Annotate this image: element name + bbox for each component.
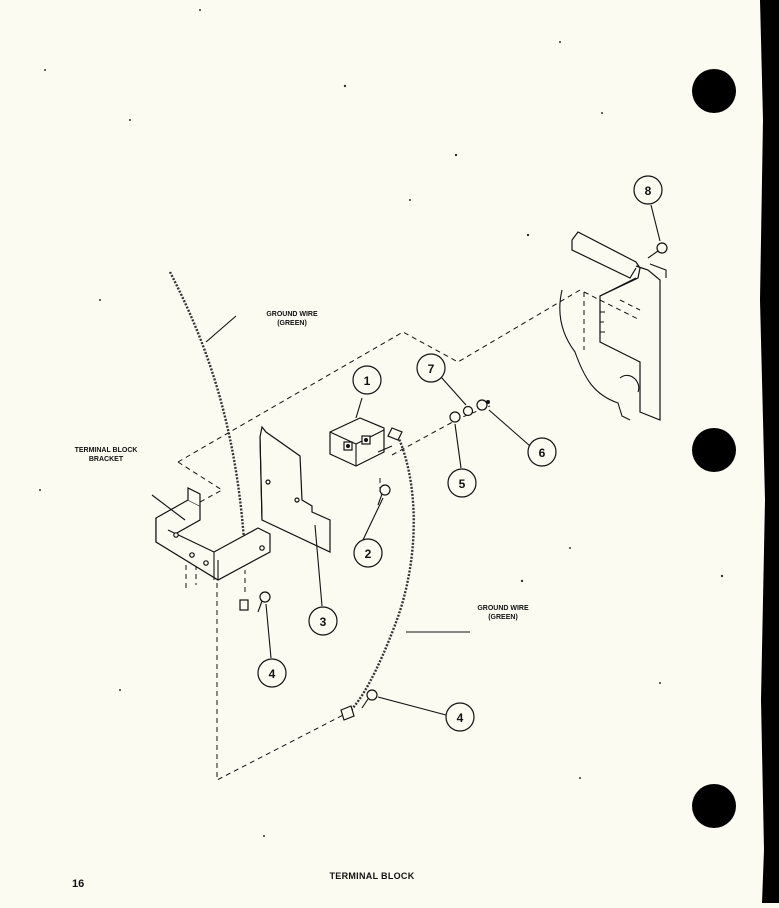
- label-terminal-block-bracket-line1: TERMINAL BLOCK: [75, 447, 138, 454]
- label-ground-wire-bottom-line2: (GREEN): [488, 614, 518, 621]
- label-ground-wire-bottom-line1: GROUND WIRE: [477, 605, 529, 612]
- callout-4-lower-number: 4: [457, 711, 464, 725]
- callout-1-number: 1: [364, 374, 371, 388]
- label-ground-wire-top-line1: GROUND WIRE: [266, 311, 318, 318]
- leader-5: [454, 423, 462, 469]
- binding-edge: [760, 0, 779, 903]
- callout-3-number: 3: [320, 615, 327, 629]
- leader-terminal-block-bracket: [151, 494, 186, 521]
- figure-caption: TERMINAL BLOCK: [329, 871, 414, 881]
- binder-hole-middle: [692, 428, 736, 472]
- leader-4-upper: [265, 603, 272, 659]
- callout-5-number: 5: [459, 477, 466, 491]
- leader-6: [488, 409, 531, 447]
- screw-4-upper: [257, 591, 271, 613]
- nut-7: [462, 405, 474, 417]
- lock-washer-5: [449, 411, 461, 423]
- callout-2: 2: [353, 538, 383, 568]
- leader-3: [314, 524, 323, 607]
- wire-terminal-bottom: [340, 705, 355, 721]
- mounting-plate: [259, 425, 331, 553]
- leader-4-lower: [377, 696, 447, 716]
- callout-8: 8: [633, 175, 663, 205]
- binder-hole-bottom: [692, 784, 736, 828]
- leader-8: [650, 204, 661, 242]
- leader-2: [361, 497, 384, 543]
- ground-wire-top: [168, 271, 246, 541]
- page-number: 16: [72, 878, 84, 890]
- wire-terminal-lug: [239, 599, 249, 611]
- callout-2-number: 2: [365, 547, 372, 561]
- wire-terminal-top: [387, 427, 403, 441]
- callout-5: 5: [447, 468, 477, 498]
- callout-6: 6: [527, 437, 557, 467]
- callout-1: 1: [352, 365, 382, 395]
- leader-ground-wire-top: [205, 315, 237, 343]
- washer-6: [476, 399, 488, 411]
- cabinet-wall: [559, 231, 667, 421]
- screw-2: [377, 484, 391, 506]
- callout-8-number: 8: [645, 184, 652, 198]
- leader-7: [440, 376, 467, 406]
- screw-8: [647, 242, 668, 259]
- callout-7: 7: [416, 353, 446, 383]
- terminal-block-bracket: [155, 487, 271, 581]
- guide-line-bracket-holes: [185, 565, 197, 590]
- guide-line-top: [177, 289, 581, 463]
- label-terminal-block-bracket-line2: BRACKET: [89, 456, 124, 463]
- leader-1: [355, 397, 363, 419]
- callout-3: 3: [308, 606, 338, 636]
- screw-4-lower: [361, 689, 378, 709]
- callout-4-upper: 4: [257, 658, 287, 688]
- callout-4-lower: 4: [445, 702, 475, 732]
- scan-specks: [39, 9, 724, 837]
- label-ground-wire-top-line2: (GREEN): [277, 320, 307, 327]
- guide-line-screw: [391, 405, 491, 456]
- terminal-block: [329, 417, 393, 467]
- callout-6-number: 6: [539, 446, 546, 460]
- ground-wire-bottom: [347, 429, 415, 714]
- callout-7-number: 7: [428, 362, 435, 376]
- binder-hole-top: [692, 69, 736, 113]
- callout-4-upper-number: 4: [269, 667, 276, 681]
